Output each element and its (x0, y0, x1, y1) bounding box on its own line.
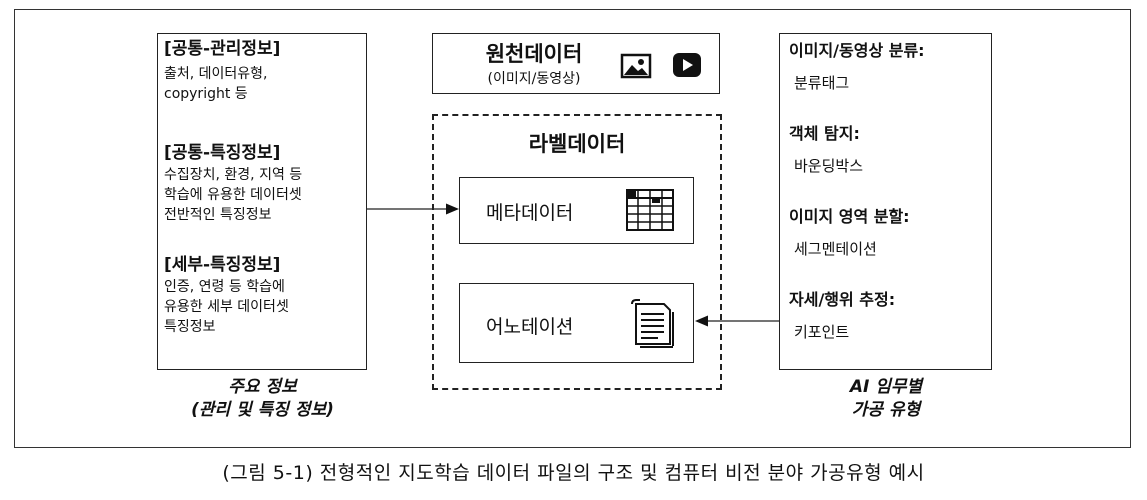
document-icon (630, 298, 676, 348)
ai-task-panel: 이미지/동영상 분류: 분류태그 객체 탐지: 바운딩박스 이미지 영역 분할:… (779, 33, 992, 370)
image-icon (620, 53, 652, 79)
annotation-label: 어노테이션 (486, 316, 574, 338)
metadata-label: 메타데이터 (486, 202, 574, 224)
segmentation-heading: 이미지 영역 분할: (789, 207, 910, 226)
diagram-frame (14, 9, 1131, 448)
detail-feature-line: 특징정보 (164, 319, 216, 335)
left-caption-line: 주요 정보 (228, 377, 297, 397)
source-data-subtitle: (이미지/동영상) (487, 71, 581, 87)
annotation-box: 어노테이션 (459, 283, 694, 363)
right-caption-line: AI 임무별 (849, 377, 923, 397)
common-management-heading: [공통-관리정보] (164, 39, 281, 59)
detail-feature-heading: [세부-특징정보] (164, 255, 281, 275)
main-info-panel: [공통-관리정보] 출처, 데이터유형, copyright 등 [공통-특징정… (157, 33, 367, 370)
video-play-icon (673, 53, 701, 77)
detail-feature-line: 인증, 연령 등 학습에 (164, 279, 285, 295)
common-management-line: 출처, 데이터유형, (164, 66, 268, 82)
arrow-to-metadata (367, 203, 459, 215)
detail-feature-line: 유용한 세부 데이터셋 (164, 299, 289, 315)
label-data-box: 라벨데이터 (432, 114, 722, 390)
table-icon (626, 188, 676, 232)
detection-heading: 객체 탐지: (789, 124, 860, 143)
source-data-title: 원천데이터 (485, 42, 583, 66)
left-caption-line: (관리 및 특징 정보) (191, 400, 334, 420)
figure-caption: (그림 5-1) 전형적인 지도학습 데이터 파일의 구조 및 컴퓨터 비전 분… (222, 462, 925, 484)
common-feature-line: 전반적인 특징정보 (164, 207, 272, 223)
detection-value: 바운딩박스 (794, 157, 864, 175)
segmentation-value: 세그멘테이션 (794, 240, 877, 258)
arrow-to-annotation (695, 315, 779, 327)
right-caption-line: 가공 유형 (851, 400, 921, 420)
common-feature-line: 수집장치, 환경, 지역 등 (164, 167, 303, 183)
common-management-line: copyright 등 (164, 86, 248, 102)
common-feature-heading: [공통-특징정보] (164, 143, 281, 163)
pose-heading: 자세/행위 추정: (789, 290, 896, 309)
source-data-box: 원천데이터 (이미지/동영상) (432, 33, 720, 94)
classification-heading: 이미지/동영상 분류: (789, 41, 925, 60)
pose-value: 키포인트 (794, 323, 850, 341)
label-data-title: 라벨데이터 (528, 132, 626, 156)
metadata-box: 메타데이터 (459, 177, 694, 244)
classification-value: 분류태그 (794, 74, 850, 92)
common-feature-line: 학습에 유용한 데이터셋 (164, 187, 302, 203)
